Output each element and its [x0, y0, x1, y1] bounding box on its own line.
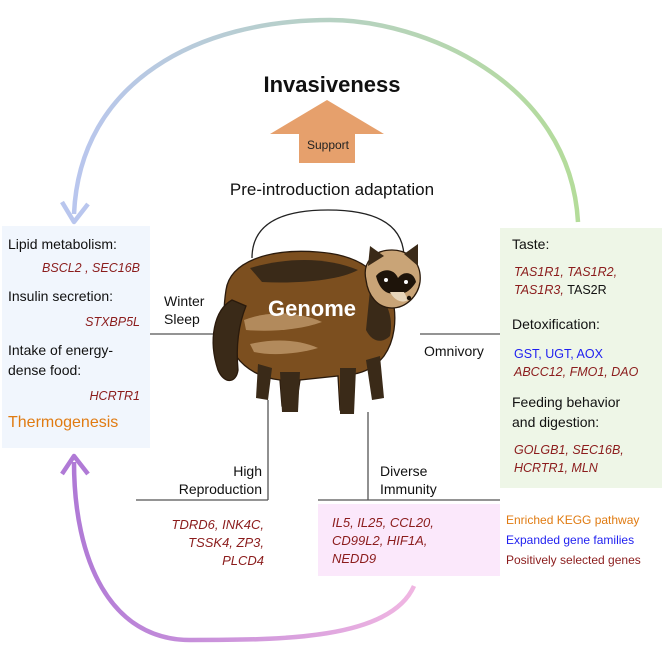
reproduction-genes: TDRD6, INK4C, TSSK4, ZP3, PLCD4 [171, 517, 264, 568]
bottom-cycle-arrowhead [60, 453, 90, 476]
omnivory-panel: Taste: TAS1R1, TAS1R2, TAS1R3, TAS2R Det… [500, 228, 662, 488]
thermogenesis-pathway: Thermogenesis [8, 414, 119, 431]
taste-genes-plain: TAS2R [567, 283, 607, 297]
winter-sleep-panel: Lipid metabolism: BSCL2 , SEC16B Insulin… [2, 226, 150, 448]
legend-selected: Positively selected genes [506, 553, 641, 567]
support-label: Support [306, 138, 350, 152]
winter-sleep-label: Winter Sleep [164, 293, 205, 327]
intake-heading: Intake of energy- dense food: [8, 342, 114, 378]
feeding-genes-line1: GOLGB1, SEC16B, [514, 443, 624, 457]
detox-heading: Detoxification: [512, 316, 600, 332]
detox-expanded-genes: GST, UGT, AOX [514, 347, 603, 361]
top-cycle-arc [71, 17, 581, 223]
legend: Enriched KEGG pathway Expanded gene fami… [506, 510, 641, 570]
immunity-genes: IL5, IL25, CCL20, CD99L2, HIF1A, NEDD9 [332, 515, 434, 566]
insulin-genes: STXBP5L [85, 315, 140, 329]
top-cycle-arrowhead [60, 200, 90, 225]
lipid-heading: Lipid metabolism: [8, 236, 117, 252]
intake-genes: HCRTR1 [89, 389, 140, 403]
feeding-heading: Feeding behavior and digestion: [512, 394, 621, 430]
feeding-genes-line2: HCRTR1, MLN [514, 461, 598, 475]
taste-genes-line1: TAS1R1, TAS1R2, [514, 265, 618, 279]
high-reproduction-label: High Reproduction [178, 463, 262, 497]
omnivory-label: Omnivory [424, 343, 484, 359]
bottom-cycle-arc [71, 461, 417, 643]
insulin-heading: Insulin secretion: [8, 288, 114, 304]
taste-genes-line2: TAS1R3, TAS2R [514, 282, 607, 299]
genome-label: Genome [268, 296, 357, 321]
legend-kegg: Enriched KEGG pathway [506, 513, 640, 527]
raccoon-dog-illustration [212, 244, 421, 414]
taste-genes-selected: TAS1R3, [514, 283, 564, 297]
support-arrow [270, 100, 384, 163]
legend-expanded: Expanded gene families [506, 533, 635, 547]
pre-adaptation-label: Pre-introduction adaptation [229, 180, 435, 199]
diverse-immunity-label: Diverse Immunity [380, 463, 437, 497]
detox-selected-genes: ABCC12, FMO1, DAO [514, 365, 639, 379]
lipid-genes: BSCL2 , SEC16B [42, 261, 140, 275]
invasiveness-title: Invasiveness [263, 72, 401, 97]
immunity-panel: IL5, IL25, CCL20, CD99L2, HIF1A, NEDD9 [318, 504, 500, 576]
bracket-arc [251, 209, 405, 259]
taste-heading: Taste: [512, 236, 550, 252]
